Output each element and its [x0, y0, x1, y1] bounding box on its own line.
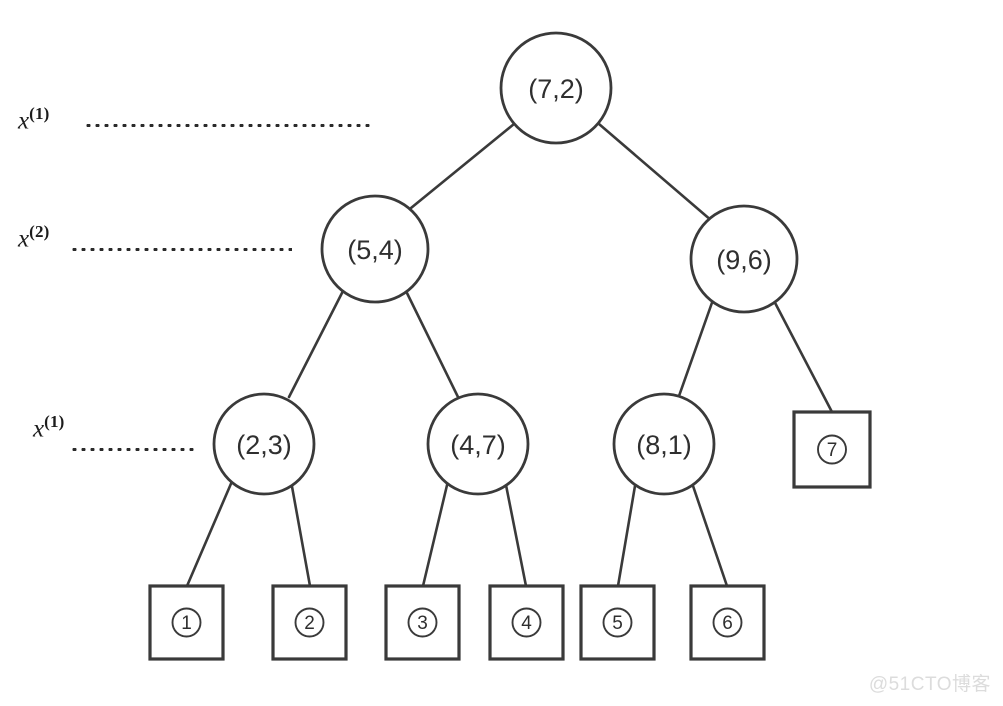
level-3-label-base: x	[33, 415, 45, 443]
tree-edge-n47-to-leaf4	[503, 478, 528, 588]
leaf-label-leaf1: 1	[181, 613, 192, 634]
level-3-label-leader-dots	[70, 448, 196, 451]
node-label-n81: (8,1)	[636, 430, 692, 460]
watermark: @51CTO博客	[868, 674, 991, 695]
level-2-label: x(2)	[18, 223, 50, 251]
leaf-square-leaf2	[271, 584, 348, 661]
node-circle-n47	[426, 392, 530, 496]
tree-edge-root-to-n96	[597, 122, 714, 223]
tree-node-n54[interactable]: (5,4)	[320, 194, 430, 304]
leaf-square-leaf6	[689, 584, 766, 661]
level-1-label-superscript: (1)	[29, 104, 50, 123]
node-label-n47: (4,7)	[450, 430, 506, 460]
leaf-label-leaf2: 2	[304, 613, 315, 634]
leaf-node-leaf1[interactable]: 1	[148, 584, 225, 661]
leaf-ring-leaf7	[817, 434, 847, 465]
leaf-node-leaf2[interactable]: 2	[271, 584, 348, 661]
leaf-label-leaf6: 6	[722, 613, 733, 634]
node-circle-root	[499, 31, 613, 145]
tree-edge-n54-to-n23	[287, 289, 345, 399]
level-1-label-base: x	[18, 107, 30, 135]
leaf-ring-leaf6	[712, 607, 743, 638]
tree-edge-n81-to-leaf6	[689, 478, 729, 588]
tree-edge-n96-to-n81	[677, 295, 716, 398]
level-3-label-superscript: (1)	[44, 412, 65, 431]
leaf-square-leaf5	[579, 584, 656, 661]
node-group: (7,2) (5,4) (9,6) (2,3) (4,7) (8,1)	[212, 31, 799, 496]
leaf-ring-leaf1	[171, 607, 202, 638]
tree-edge-n23-to-leaf2	[289, 479, 312, 588]
node-label-root: (7,2)	[528, 74, 584, 104]
tree-node-n47[interactable]: (4,7)	[426, 392, 530, 496]
leaf-label-leaf7: 7	[827, 440, 838, 461]
tree-edge-n81-to-leaf5	[616, 478, 638, 588]
leaf-node-leaf5[interactable]: 5	[579, 584, 656, 661]
node-circle-n54	[320, 194, 430, 304]
level-1-label-leader-dots	[84, 124, 372, 127]
leaf-label-leaf3: 3	[417, 613, 428, 634]
level-3-label: x(1)	[33, 413, 65, 441]
tree-node-root[interactable]: (7,2)	[499, 31, 613, 145]
tree-edge-n96-to-leaf7	[770, 295, 834, 414]
tree-node-n96[interactable]: (9,6)	[689, 204, 799, 314]
leaf-square-leaf3	[384, 584, 461, 661]
level-2-label-superscript: (2)	[29, 222, 50, 241]
leaf-ring-leaf5	[602, 607, 633, 638]
leaf-node-leaf3[interactable]: 3	[384, 584, 461, 661]
tree-node-n81[interactable]: (8,1)	[612, 392, 716, 496]
level-2-label-base: x	[18, 225, 30, 253]
node-label-n54: (5,4)	[347, 235, 403, 265]
node-circle-n81	[612, 392, 716, 496]
level-1-label: x(1)	[18, 105, 50, 133]
leaf-node-leaf7[interactable]: 7	[792, 410, 872, 489]
leaf-node-leaf4[interactable]: 4	[488, 584, 565, 661]
tree-edge-n54-to-n47	[404, 289, 460, 399]
leaf-ring-leaf4	[511, 607, 542, 638]
leaf-label-leaf4: 4	[521, 613, 532, 634]
tree-node-n23[interactable]: (2,3)	[212, 392, 316, 496]
tree-edge-n47-to-leaf3	[421, 479, 450, 588]
leaf-group: 7 1 2 3 4 5 6	[148, 410, 872, 661]
tree-edge-root-to-n54	[409, 122, 516, 210]
tree-edge-n23-to-leaf1	[185, 477, 235, 588]
leaf-node-leaf6[interactable]: 6	[689, 584, 766, 661]
leaf-label-leaf5: 5	[612, 613, 623, 634]
node-label-n96: (9,6)	[716, 245, 772, 275]
leaf-square-leaf4	[488, 584, 565, 661]
leaf-ring-leaf3	[407, 607, 438, 638]
leaf-ring-leaf2	[294, 607, 325, 638]
node-circle-n96	[689, 204, 799, 314]
leaf-square-leaf1	[148, 584, 225, 661]
node-label-n23: (2,3)	[236, 430, 292, 460]
edge-group	[185, 122, 834, 588]
node-circle-n23	[212, 392, 316, 496]
leaf-square-leaf7	[792, 410, 872, 489]
level-2-label-leader-dots	[70, 248, 292, 251]
